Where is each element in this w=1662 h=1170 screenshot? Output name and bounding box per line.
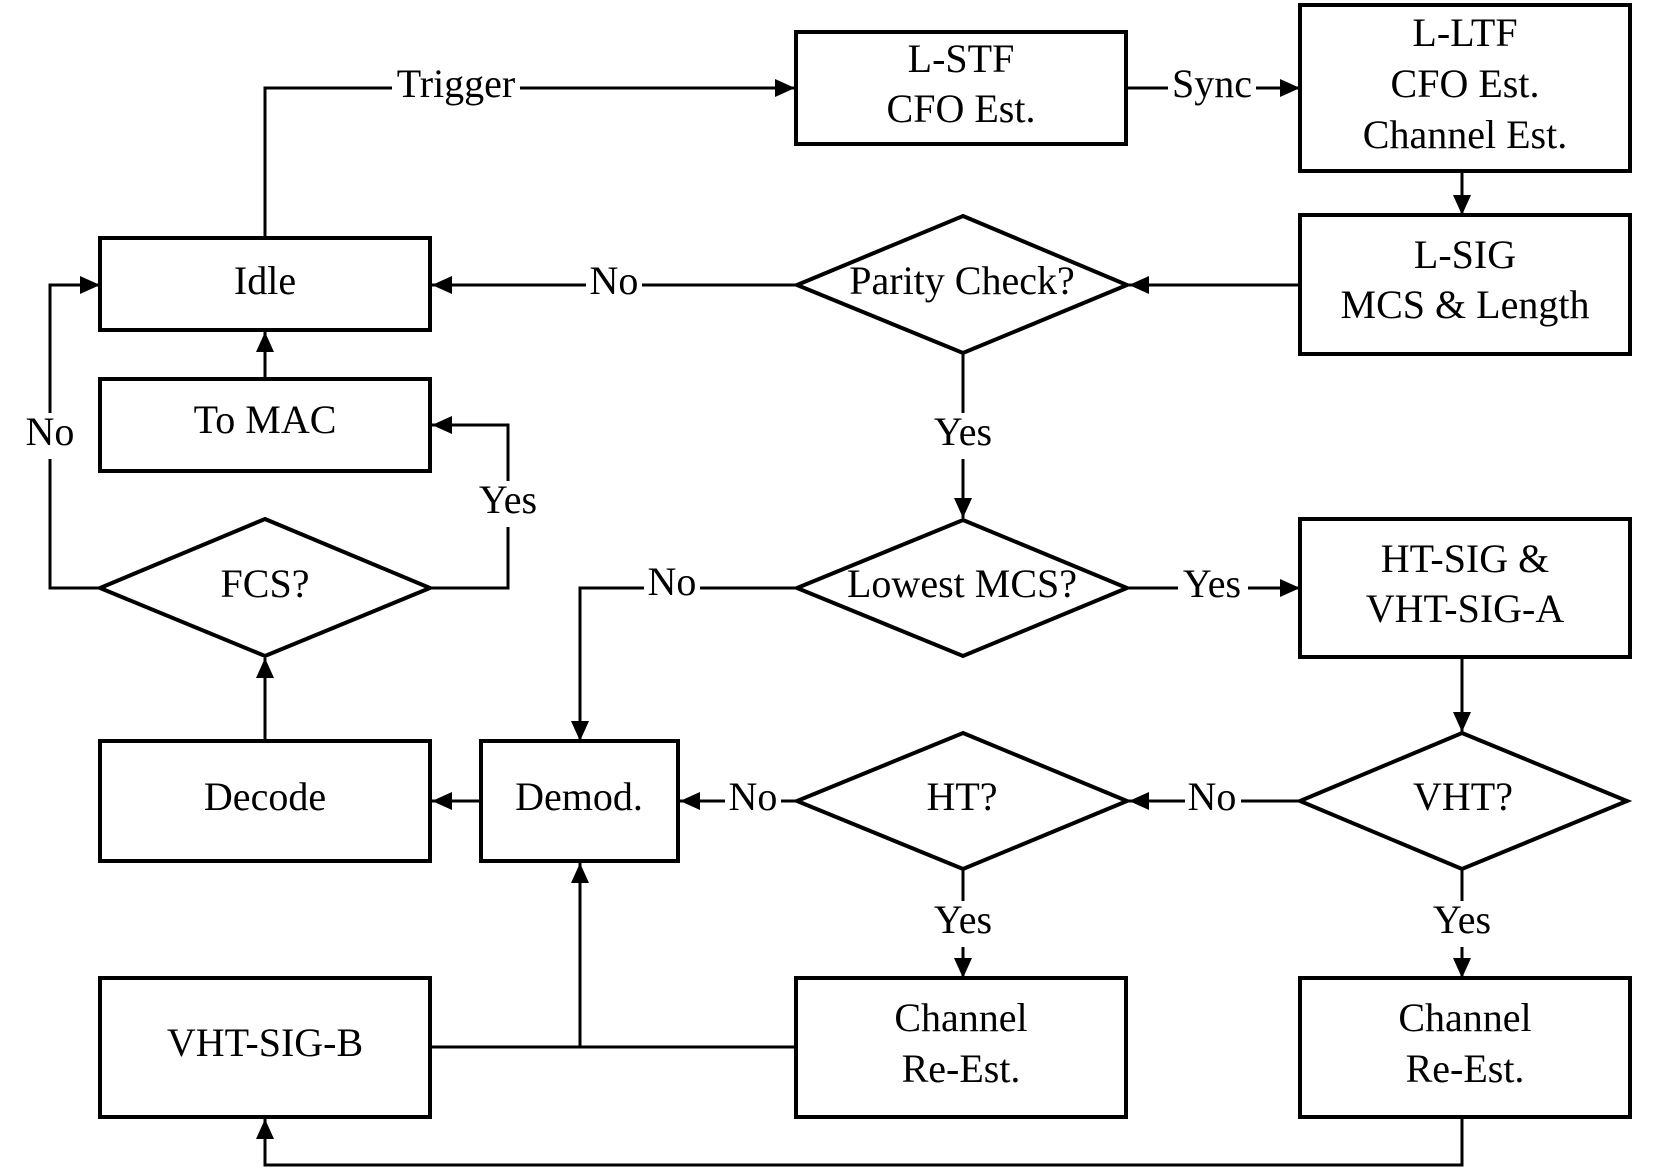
label-parity-yes: Yes bbox=[934, 409, 992, 454]
label-trigger: Trigger bbox=[397, 61, 516, 106]
label-lowest-no: No bbox=[648, 559, 697, 604]
node-lsig-line-1: L-SIG bbox=[1414, 232, 1516, 277]
node-lltf-line-3: Channel Est. bbox=[1363, 112, 1567, 157]
label-lowest-yes: Yes bbox=[1183, 561, 1241, 606]
node-channel-reest-ht: Channel Re-Est. bbox=[794, 976, 1128, 1119]
label-ht-no: No bbox=[729, 774, 778, 819]
node-vhtsigb: VHT-SIG-B bbox=[98, 976, 432, 1119]
node-channel-reest-vht-line-2: Re-Est. bbox=[1406, 1046, 1525, 1091]
node-lstf-line-1: L-STF bbox=[908, 36, 1015, 81]
edge-labels: Trigger Sync No Yes No Yes No Yes No No … bbox=[22, 61, 1498, 947]
node-lowest-mcs-line-1: Lowest MCS? bbox=[847, 561, 1077, 606]
node-lsig-line-2: MCS & Length bbox=[1341, 282, 1590, 327]
node-lltf-line-1: L-LTF bbox=[1412, 10, 1517, 55]
node-lowest-mcs: Lowest MCS? bbox=[791, 517, 1133, 659]
node-fcs: FCS? bbox=[94, 516, 436, 659]
edge-lowest-no-to-demod bbox=[571, 586, 796, 741]
edge-chanreest2-to-vhtsigb bbox=[256, 1117, 1464, 1167]
node-lstf-line-2: CFO Est. bbox=[887, 86, 1036, 131]
edge-idle-to-lstf bbox=[263, 79, 795, 236]
node-channel-reest-vht-line-1: Channel bbox=[1398, 995, 1531, 1040]
node-tomac-line-1: To MAC bbox=[194, 397, 337, 442]
node-htsig-line-1: HT-SIG & bbox=[1381, 536, 1550, 581]
node-demod-line-1: Demod. bbox=[515, 774, 643, 819]
node-htsig-line-2: VHT-SIG-A bbox=[1366, 586, 1565, 631]
node-idle-line-1: Idle bbox=[234, 258, 296, 303]
node-demod: Demod. bbox=[479, 739, 680, 863]
node-decode-line-1: Decode bbox=[204, 774, 326, 819]
node-tomac: To MAC bbox=[98, 377, 432, 473]
label-fcs-no: No bbox=[26, 409, 75, 454]
node-channel-reest-ht-line-1: Channel bbox=[894, 995, 1027, 1040]
node-vht-line-1: VHT? bbox=[1413, 774, 1513, 819]
node-vhtsigb-line-1: VHT-SIG-B bbox=[167, 1020, 363, 1065]
node-channel-reest-ht-line-2: Re-Est. bbox=[902, 1046, 1021, 1091]
node-channel-reest-vht: Channel Re-Est. bbox=[1298, 976, 1632, 1119]
label-vht-no: No bbox=[1188, 774, 1237, 819]
node-lltf: L-LTF CFO Est. Channel Est. bbox=[1298, 3, 1632, 173]
label-sync: Sync bbox=[1172, 61, 1252, 106]
node-lltf-line-2: CFO Est. bbox=[1391, 61, 1540, 106]
node-parity-line-1: Parity Check? bbox=[849, 258, 1075, 303]
label-parity-no: No bbox=[590, 258, 639, 303]
node-decode: Decode bbox=[98, 739, 432, 863]
node-fcs-line-1: FCS? bbox=[221, 561, 310, 606]
node-htsig: HT-SIG & VHT-SIG-A bbox=[1298, 517, 1632, 659]
node-lsig: L-SIG MCS & Length bbox=[1298, 213, 1632, 356]
node-idle: Idle bbox=[98, 236, 432, 332]
label-ht-yes: Yes bbox=[934, 897, 992, 942]
node-vht: VHT? bbox=[1294, 730, 1633, 872]
label-vht-yes: Yes bbox=[1433, 897, 1491, 942]
node-ht: HT? bbox=[791, 730, 1133, 872]
label-fcs-yes: Yes bbox=[479, 477, 537, 522]
node-lstf: L-STF CFO Est. bbox=[794, 30, 1128, 146]
node-ht-line-1: HT? bbox=[926, 774, 997, 819]
node-parity: Parity Check? bbox=[791, 213, 1133, 356]
